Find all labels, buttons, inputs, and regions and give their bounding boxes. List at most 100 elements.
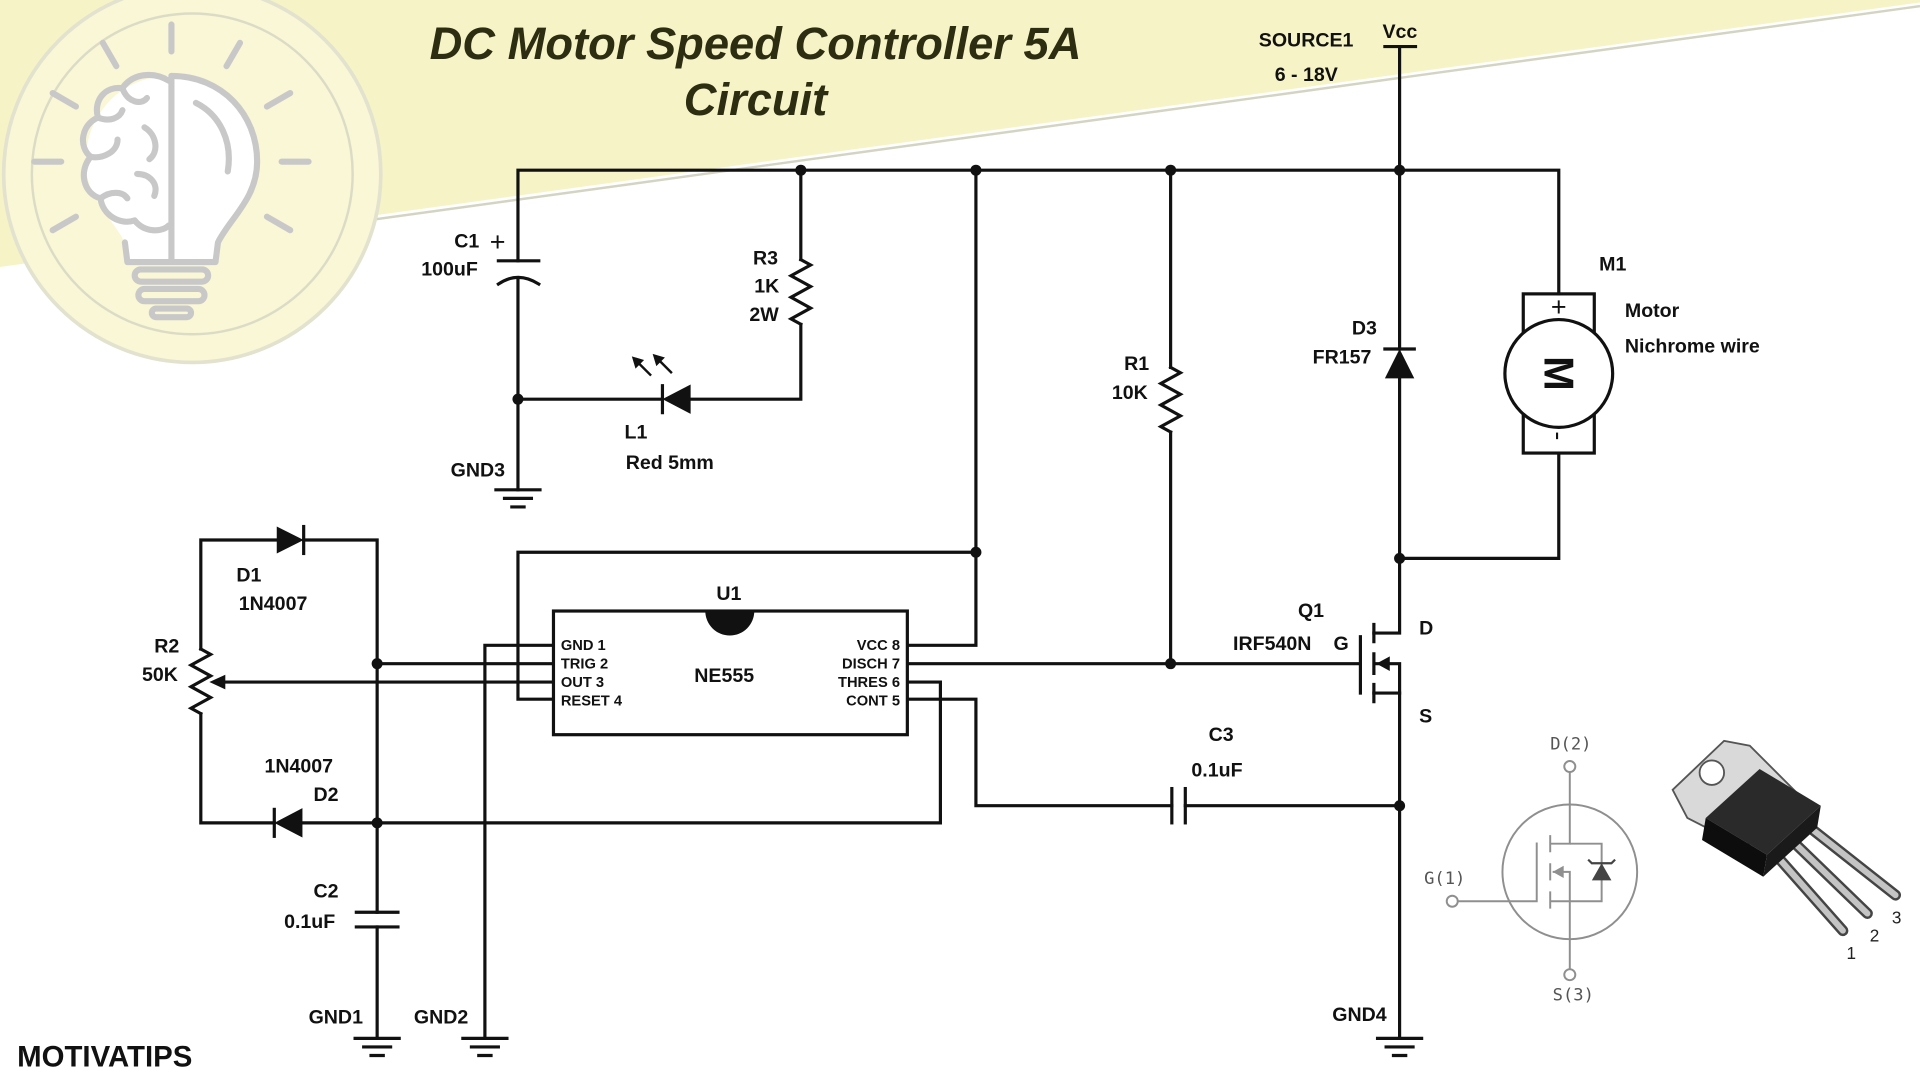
logo-badge-ring [30,12,354,336]
bulb-reflection [192,99,232,175]
r2-ref-label: R2 [154,636,179,658]
c1-ref-label: C1 [454,230,479,252]
capacitor-c2: C2 0.1uF [284,881,400,933]
q1-drain-label: D [1419,617,1433,639]
junction-dot [1165,658,1177,670]
m1-ref-label: M1 [1599,254,1626,276]
u1-pin-out: OUT 3 [561,675,604,691]
bulb-base-ring-1 [131,266,212,285]
lead-3 [1805,823,1899,899]
u1-ref-label: U1 [716,583,741,605]
ground-symbol-icon [494,488,542,509]
wire-d3-drain [1372,375,1402,635]
pinout-source-label: S(3) [1553,985,1594,1005]
header-band [0,0,1920,267]
c3-ref-label: C3 [1209,724,1234,746]
q1-ref-label: Q1 [1298,600,1324,622]
led-triangle [662,384,691,414]
ground-gnd2: GND2 [414,1007,509,1058]
u1-pin-trig: TRIG 2 [561,657,608,673]
vcc-net-label: Vcc [1382,21,1417,43]
c1-polarity-label: + [490,227,506,257]
r3-rating-label: 2W [749,304,779,326]
motor-plus-terminal: + [1551,292,1567,322]
to220-package-icon: 1 2 3 [1671,739,1902,963]
junction-dot [1394,800,1406,812]
ground-symbol-icon [461,1036,509,1058]
junction-dot [1394,552,1406,564]
lead-1 [1773,852,1846,934]
package-body-top [1705,768,1821,855]
source-voltage-label: 6 - 18V [1275,64,1338,86]
lead-2-number: 2 [1870,926,1880,946]
led-l1: L1 Red 5mm [624,353,714,474]
q1-gate-label: G [1333,633,1348,655]
d2-ref-label: D2 [313,784,338,806]
resistor-r3: R3 1K 2W [749,247,814,327]
gnd1-label: GND1 [309,1007,364,1029]
junction-dots [371,164,1406,829]
wire-top-rail [516,168,1561,296]
junction-dot [371,817,383,829]
mosfet-pinout-icon: D(2) G(1) S(3) [1424,734,1639,1005]
pinout-body-diode [1591,863,1612,881]
capacitor-c1: C1 + 100uF [421,227,541,287]
wire-thres6 [300,680,942,825]
brain-folds [87,85,159,202]
u1-pin-reset: RESET 4 [561,693,623,709]
m1-value-label: Nichrome wire [1625,336,1760,358]
c2-ref-label: C2 [313,881,338,903]
u1-pin-vcc: VCC 8 [857,638,900,654]
wire-r3-led [687,322,803,401]
capacitor-c3: C3 0.1uF [1170,724,1243,825]
ground-symbol-icon [353,1036,401,1058]
u1-pin-thres: THRES 6 [838,675,900,691]
wire-cont5 [905,697,1174,808]
pinout-gate-terminal [1445,894,1459,908]
ground-gnd1: GND1 [309,1007,401,1058]
d3-value-label: FR157 [1313,347,1372,369]
r1-zigzag [1157,365,1184,435]
ground-symbol-icon [1375,1036,1424,1058]
q1-source-label: S [1419,705,1432,727]
junction-dot [970,164,982,176]
q1-channel-arrow [1376,656,1390,672]
c1-value-label: 100uF [421,259,478,281]
ground-gnd3: GND3 [451,459,542,509]
gnd3-label: GND3 [451,459,506,481]
lead-1-number: 1 [1847,943,1857,963]
pinout-drain-label: D(2) [1550,734,1591,754]
wire-r2-d2 [199,712,276,825]
junction-dot [1394,164,1406,176]
package-body-front [1702,817,1767,877]
r2-wiper-arrowhead [209,674,226,690]
motor-minus-terminal: - [1544,431,1574,440]
d2-value-label: 1N4007 [264,756,333,778]
bulb-base-tip [148,305,195,321]
mosfet-q1: Q1 IRF540N G D S [1233,600,1433,727]
package-tab-hole [1698,759,1725,786]
r3-ref-label: R3 [753,247,778,269]
wire-reset4 [516,550,978,701]
potentiometer-r2: R2 50K [142,636,226,716]
r3-zigzag [787,257,814,327]
motor-m1: M + - M1 Motor Nichrome wire [1503,254,1760,455]
d2-triangle [274,808,303,838]
c3-value-label: 0.1uF [1191,759,1242,781]
bulb-outline [121,72,261,266]
lead-2 [1789,838,1871,917]
ic-u1-ne555: U1 NE555 GND 1 TRIG 2 OUT 3 RESET 4 VCC … [551,583,909,737]
lightbulb-brain-icon [31,21,312,321]
u1-pin-disch: DISCH 7 [842,657,900,673]
led-arrowhead-1 [631,356,645,369]
pinout-source-terminal [1563,968,1577,982]
junction-dot [1165,164,1177,176]
light-rays [31,21,312,234]
r2-zigzag [187,646,214,716]
gnd4-label: GND4 [1332,1004,1387,1026]
lead-3-number: 3 [1892,907,1902,927]
pinout-gate-lead [1458,842,1538,903]
diode-d3: D3 FR157 [1313,317,1416,379]
